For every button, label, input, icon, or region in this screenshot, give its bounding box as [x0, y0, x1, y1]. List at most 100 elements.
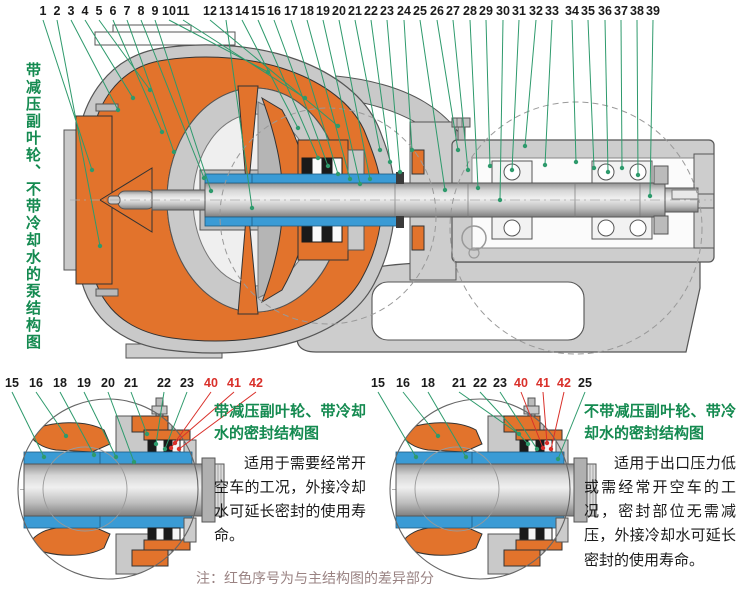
part-number-17: 17 [284, 4, 298, 18]
callout-dot-19 [113, 454, 119, 460]
detail-right-text-block: 不带减压副叶轮、带冷却水的密封结构图 适用于出口压力低或需经常开空车的工况，密封… [584, 401, 736, 573]
callout-line-26 [436, 19, 459, 151]
callout-dot-37 [619, 165, 625, 171]
callout-dot-22 [153, 441, 159, 447]
callout-dot-29 [487, 163, 493, 169]
callout-dot-16 [63, 433, 69, 439]
part-number-32: 32 [529, 4, 543, 18]
callout-dot-42 [176, 446, 182, 452]
callout-dot-9 [208, 188, 214, 194]
part-number-1: 1 [39, 4, 47, 18]
callout-line-32 [524, 19, 537, 147]
part-number-19: 19 [316, 4, 330, 18]
part-number-39: 39 [646, 4, 660, 18]
callout-line-16 [402, 391, 439, 437]
part-number-41: 41 [227, 376, 241, 390]
callout-dot-15 [41, 454, 47, 460]
callout-dot-16 [435, 433, 441, 439]
part-number-20: 20 [332, 4, 346, 18]
part-number-18: 18 [421, 376, 435, 390]
discharge-flange [94, 24, 236, 46]
part-number-35: 35 [581, 4, 595, 18]
part-number-2: 2 [53, 4, 61, 18]
callout-dot-21 [377, 147, 383, 153]
callout-line-1 [42, 19, 93, 171]
callout-line-40 [520, 391, 544, 449]
part-number-31: 31 [512, 4, 526, 18]
callout-line-25 [557, 391, 586, 460]
callout-dot-26 [455, 147, 461, 153]
keyway [671, 189, 699, 200]
callout-line-21 [130, 391, 148, 435]
callout-dot-22 [387, 159, 393, 165]
part-number-20: 20 [101, 376, 115, 390]
part-number-23: 23 [180, 376, 194, 390]
callout-lines-main [42, 19, 654, 249]
callout-line-5 [98, 19, 151, 91]
part-number-21: 21 [348, 4, 362, 18]
callout-dot-24 [409, 147, 415, 153]
callout-line-19 [322, 19, 361, 185]
part-number-23: 23 [493, 376, 507, 390]
callout-line-11 [182, 19, 306, 99]
callout-dot-36 [605, 169, 611, 175]
callout-dot-33 [542, 162, 548, 168]
callout-line-13 [225, 19, 253, 209]
bearings [491, 160, 669, 240]
callout-line-18 [59, 391, 95, 456]
part-number-18: 18 [53, 376, 67, 390]
callout-dot-20 [367, 176, 373, 182]
main-view-caption: 带减压副叶轮、不带冷却水的泵结构图 [24, 62, 41, 351]
callout-line-33 [544, 19, 553, 166]
callout-dot-22 [525, 441, 531, 447]
callout-line-3 [70, 19, 119, 111]
part-number-16: 16 [267, 4, 281, 18]
callout-line-29 [485, 19, 491, 167]
callout-line-22 [370, 19, 391, 163]
callout-line-20 [338, 19, 371, 180]
seal-detail-drawing-right [390, 398, 602, 579]
callout-dot-18 [463, 454, 469, 460]
part-number-25: 25 [413, 4, 427, 18]
callout-line-38 [636, 19, 639, 176]
callout-line-18 [427, 391, 467, 458]
callout-line-9 [154, 19, 212, 192]
callout-line-21 [458, 391, 520, 435]
callout-line-27 [452, 19, 469, 171]
callout-dot-23 [397, 169, 403, 175]
callout-line-21 [354, 19, 381, 151]
oil-ring [461, 225, 487, 259]
callout-line-4 [84, 19, 134, 99]
callout-dot-40 [168, 445, 174, 451]
callout-dot-15 [413, 454, 419, 460]
part-number-36: 36 [598, 4, 612, 18]
callout-dot-13 [249, 205, 255, 211]
callout-dot-25 [555, 456, 561, 462]
part-number-10: 10 [162, 4, 176, 18]
grease-cup-icon [451, 117, 471, 141]
callout-line-20 [107, 391, 135, 463]
packing-rings-bottom [301, 223, 343, 243]
callout-line-41 [174, 391, 235, 444]
callout-dot-38 [635, 172, 641, 178]
part-number-16: 16 [29, 376, 43, 390]
callout-line-15 [377, 391, 417, 458]
detail-zone-circle-bearing [449, 101, 703, 355]
part-number-38: 38 [630, 4, 644, 18]
callout-line-42 [178, 391, 257, 450]
callout-dot-39 [647, 193, 653, 199]
callout-dot-27 [465, 167, 471, 173]
callout-dot-17 [335, 171, 341, 177]
part-number-15: 15 [251, 4, 265, 18]
callout-dot-15 [315, 155, 321, 161]
footnote: 注：红色序号为与主结构图的差异部分 [196, 570, 434, 586]
part-number-28: 28 [463, 4, 477, 18]
callout-dot-25 [442, 187, 448, 193]
part-number-9: 9 [151, 4, 159, 18]
callout-line-30 [499, 19, 504, 201]
callout-line-41 [542, 391, 548, 444]
callout-line-16 [35, 391, 67, 437]
part-number-19: 19 [77, 376, 91, 390]
callout-lines-detail-right [377, 391, 586, 462]
